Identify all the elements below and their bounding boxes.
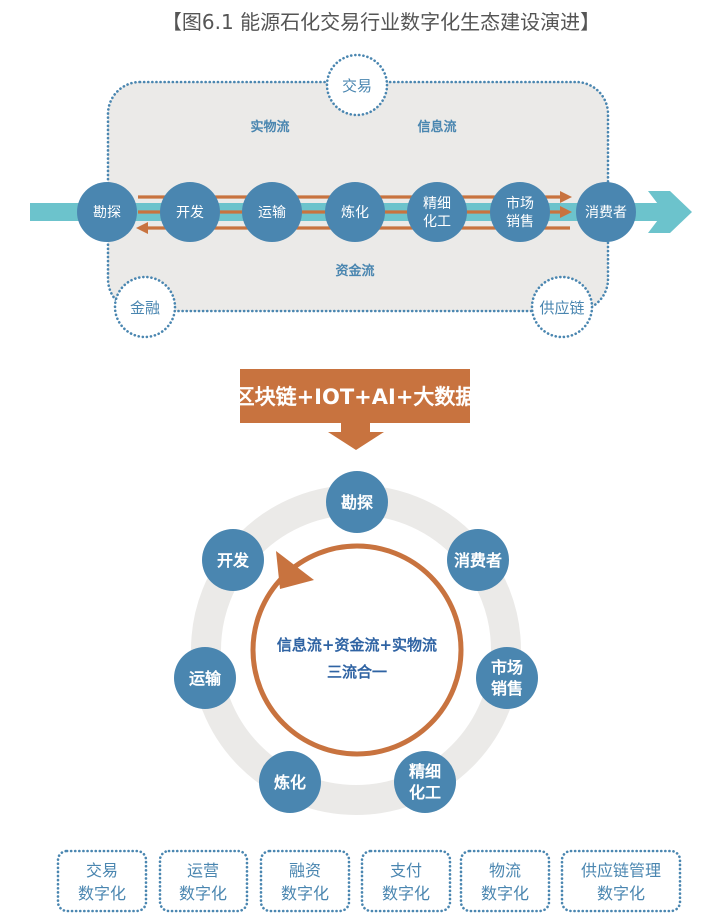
node-label: 消费者 [585,205,627,221]
box-logistics-digitalization: 物流 数字化 [459,849,551,913]
box-label-line1: 交易 [86,861,118,880]
node-circle [77,182,137,242]
node-circle [242,182,302,242]
node-label: 运输 [258,205,286,221]
finance-dotted-circle [113,275,177,339]
node-label: 消费者 [454,551,502,570]
dotted-box [360,849,452,913]
cycle-node-exploration: 勘探 [326,471,388,533]
box-label-line2: 数字化 [481,884,529,903]
node-label: 勘探 [93,205,121,221]
digitalization-boxes: 交易 数字化 运营 数字化 融资 数字化 支付 数字化 物流 数字化 供应链管理… [56,849,682,913]
node-label-line1: 市场 [506,195,534,212]
cycle-node-refining: 炼化 [259,751,321,813]
chain-node-consumer: 消费者 [576,182,636,242]
node-circle [476,647,538,709]
node-label-line1: 精细 [409,762,441,781]
dotted-box [56,849,148,913]
box-label-line1: 运营 [187,861,219,880]
dotted-box [259,849,351,913]
box-label-line2: 数字化 [179,884,227,903]
supply-chain-dotted-circle [530,275,594,339]
cycle-node-transport: 运输 [174,647,236,709]
chain-node-transport: 运输 [242,182,302,242]
information-flow-label: 信息流 [417,119,456,135]
node-circle [394,751,456,813]
cycle-node-market-sales: 市场 销售 [476,647,538,709]
node-label-line2: 化工 [423,214,451,230]
node-circle [490,182,550,242]
teal-arrow-head-icon [648,191,692,233]
chain-node-refining: 炼化 [325,182,385,242]
node-label-line2: 化工 [409,783,441,802]
physical-flow-label: 实物流 [250,119,289,135]
node-label-line1: 精细 [423,196,451,212]
arrow-right-icon [560,206,572,218]
node-circle [160,182,220,242]
box-supply-chain-digitalization: 供应链管理 数字化 [560,849,682,913]
tech-banner-label: 区块链+IOT+AI+大数据 [234,385,477,409]
node-label: 开发 [176,205,204,221]
dotted-box [560,849,682,913]
box-label-line1: 支付 [390,861,422,880]
node-label: 开发 [217,551,250,570]
figure-title: 【图6.1 能源石化交易行业数字化生态建设演进】 [162,10,600,34]
value-chain-diagram: 交易 金融 供应链 实物流 信息流 资金流 [30,53,692,339]
box-financing-digitalization: 融资 数字化 [259,849,351,913]
node-circle [447,529,509,591]
down-arrow-icon [328,422,384,450]
node-label-line2: 销售 [506,214,534,230]
node-label-line1: 市场 [491,658,523,677]
chain-node-development: 开发 [160,182,220,242]
node-circle [407,182,467,242]
node-circle [326,471,388,533]
arrow-right-icon [560,191,572,203]
node-label: 炼化 [341,205,369,221]
node-circle [259,751,321,813]
box-label-line2: 数字化 [78,884,126,903]
corner-trade: 交易 [325,53,389,117]
cycle-node-fine-chemicals: 精细 化工 [394,751,456,813]
chain-node-fine-chemicals: 精细 化工 [407,182,467,242]
node-circle [202,529,264,591]
node-circle [325,182,385,242]
box-label-line2: 数字化 [382,884,430,903]
box-label-line1: 物流 [489,861,521,880]
cycle-arrowhead-icon [276,551,314,589]
tech-banner: 区块链+IOT+AI+大数据 [234,369,477,450]
box-operations-digitalization: 运营 数字化 [158,849,249,913]
trade-label: 交易 [342,77,372,95]
dotted-box [459,849,551,913]
node-label: 炼化 [274,773,306,792]
supply-chain-label: 供应链 [539,299,584,317]
node-label: 勘探 [341,493,373,512]
box-label-line1: 供应链管理 [581,861,661,880]
box-payment-digitalization: 支付 数字化 [360,849,452,913]
trade-dotted-circle [325,53,389,117]
three-flows-label: 信息流+资金流+实物流 [277,636,437,654]
node-label: 运输 [189,669,222,688]
node-circle [576,182,636,242]
arrow-left-icon [136,222,148,234]
cycle-node-development: 开发 [202,529,264,591]
box-trade-digitalization: 交易 数字化 [56,849,148,913]
tech-banner-box [240,369,470,423]
cycle-diagram: 信息流+资金流+实物流 三流合一 勘探 消费者 市场 销售 精细 化工 炼化 运… [174,471,538,815]
dotted-box [158,849,249,913]
finance-label: 金融 [130,299,160,317]
corner-supply-chain: 供应链 [530,275,594,339]
node-label-line2: 销售 [491,679,523,698]
node-circle [174,647,236,709]
corner-finance: 金融 [113,275,177,339]
cycle-node-consumer: 消费者 [447,529,509,591]
chain-node-market-sales: 市场 销售 [490,182,550,242]
capital-flow-label: 资金流 [335,263,374,279]
orange-cycle-circle [250,543,464,757]
three-flows-unified-label: 三流合一 [327,663,387,681]
box-label-line2: 数字化 [597,884,645,903]
box-label-line2: 数字化 [281,884,329,903]
box-label-line1: 融资 [289,861,321,880]
chain-node-exploration: 勘探 [77,182,137,242]
